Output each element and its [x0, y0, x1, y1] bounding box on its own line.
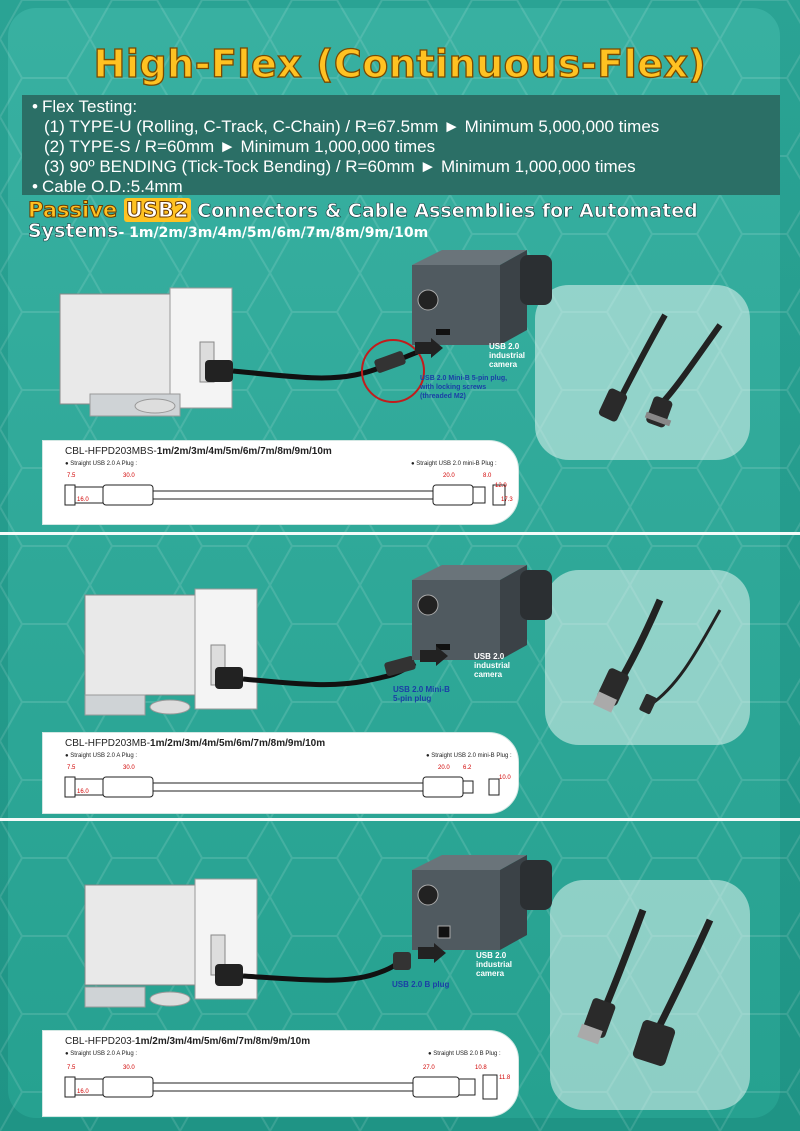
section-2: USB 2.0 industrial camera USB 2.0 Mini-B…: [0, 540, 800, 820]
dim-3: 16.0: [77, 497, 89, 503]
page-title: High-Flex (Continuous-Flex): [93, 41, 707, 86]
dim-5: 10.8: [475, 1065, 487, 1071]
section-divider-1: [0, 532, 800, 535]
dim-4: 27.0: [423, 1065, 435, 1071]
cable-photo-panel: [550, 880, 750, 1110]
cable-photo-panel: [545, 570, 750, 745]
dimension-drawing: CBL-HFPD203MBS-1m/2m/3m/4m/5m/6m/7m/8m/9…: [42, 440, 519, 525]
plug-label: USB 2.0 B plug: [392, 980, 450, 989]
left-plug-label: ● Straight USB 2.0 A Plug :: [65, 753, 137, 759]
cable-photo: [598, 313, 723, 428]
left-plug-label: ● Straight USB 2.0 A Plug :: [65, 1051, 137, 1057]
heading-rest-1: Connectors & Cable Assemblies for Automa…: [197, 200, 698, 222]
dim-1: 7.5: [67, 765, 76, 771]
cable-photo-panel: [535, 285, 750, 460]
cable-illustration: [205, 346, 428, 382]
model-number: CBL-HFPD203MB-1m/2m/3m/4m/5m/6m/7m/8m/9m…: [65, 738, 326, 749]
model-number: CBL-HFPD203-1m/2m/3m/4m/5m/6m/7m/8m/9m/1…: [65, 1036, 311, 1047]
flex-testing-label: Flex Testing:: [32, 97, 770, 117]
dim-5: 8.0: [483, 473, 492, 479]
section-heading: Passive USB2 Connectors & Cable Assembli…: [27, 198, 788, 243]
spec-line-3: (3) 90º BENDING (Tick-Tock Bending) / R=…: [44, 157, 636, 176]
plug-label: USB 2.0 Mini-B 5-pin plug, with locking …: [420, 375, 508, 400]
pc-tower-illustration: [59, 287, 233, 417]
heading-word-usb2: USB2: [123, 198, 191, 222]
dim-2: 30.0: [123, 765, 135, 771]
dim-6: 11.8: [499, 1075, 511, 1081]
spec-band: Flex Testing: (1) TYPE-U (Rolling, C-Tra…: [22, 95, 780, 197]
connector-zoom-circle: [361, 339, 425, 403]
heading-rest-2: Systems: [28, 220, 119, 242]
cable-illustration: [215, 952, 411, 986]
left-plug-label: ● Straight USB 2.0 A Plug :: [65, 461, 137, 467]
cable-od: Cable O.D.:5.4mm: [32, 177, 770, 197]
section-divider-2: [0, 818, 800, 821]
right-plug-label: ● Straight USB 2.0 mini-B Plug :: [426, 753, 512, 759]
dim-3: 16.0: [77, 789, 89, 795]
dim-3: 16.0: [77, 1089, 89, 1095]
cable-photo: [577, 908, 714, 1066]
dim-1: 7.5: [67, 473, 76, 479]
cable-photo: [592, 598, 722, 715]
dim-4: 20.0: [438, 765, 450, 771]
right-plug-label: ● Straight USB 2.0 B Plug :: [428, 1051, 501, 1057]
camera-label: USB 2.0 industrial camera: [474, 652, 511, 679]
heading-lengths: - 1m/2m/3m/4m/5m/6m/7m/8m/9m/10m: [118, 225, 429, 241]
dim-7: 17.3: [501, 497, 513, 503]
section-3: USB 2.0 industrial camera USB 2.0 B plug…: [0, 825, 800, 1120]
cable-illustration: [215, 656, 417, 689]
dim-5: 6.2: [463, 765, 472, 771]
industrial-camera-illustration: [412, 565, 552, 660]
dim-2: 30.0: [123, 473, 135, 479]
dimension-drawing: CBL-HFPD203MB-1m/2m/3m/4m/5m/6m/7m/8m/9m…: [42, 732, 519, 814]
cable-schematic: [64, 484, 506, 506]
dim-1: 7.5: [67, 1065, 76, 1071]
dim-2: 30.0: [123, 1065, 135, 1071]
heading-word-passive: Passive: [27, 198, 118, 222]
cable-schematic: [64, 1074, 498, 1100]
cable-schematic: [64, 776, 500, 798]
spec-line-2: (2) TYPE-S / R=60mm ► Minimum 1,000,000 …: [44, 137, 436, 156]
spec-line-1: (1) TYPE-U (Rolling, C-Track, C-Chain) /…: [44, 117, 660, 136]
arrow-icon: [418, 943, 446, 963]
arrow-icon: [420, 646, 448, 666]
dim-6: 12.0: [495, 483, 507, 489]
industrial-camera-illustration: [412, 250, 552, 345]
camera-label: USB 2.0 industrial camera: [476, 951, 513, 978]
dimension-drawing: CBL-HFPD203-1m/2m/3m/4m/5m/6m/7m/8m/9m/1…: [42, 1030, 519, 1117]
model-number: CBL-HFPD203MBS-1m/2m/3m/4m/5m/6m/7m/8m/9…: [65, 446, 332, 457]
industrial-camera-illustration: [412, 855, 552, 950]
camera-label: USB 2.0 industrial camera: [489, 342, 526, 369]
dim-6: 10.0: [499, 775, 511, 781]
dim-4: 20.0: [443, 473, 455, 479]
arrow-icon: [415, 338, 443, 358]
right-plug-label: ● Straight USB 2.0 mini-B Plug :: [411, 461, 497, 467]
plug-label: USB 2.0 Mini-B 5-pin plug: [393, 685, 450, 703]
section-1: USB 2.0 industrial camera USB 2.0 Mini-B…: [0, 240, 800, 530]
